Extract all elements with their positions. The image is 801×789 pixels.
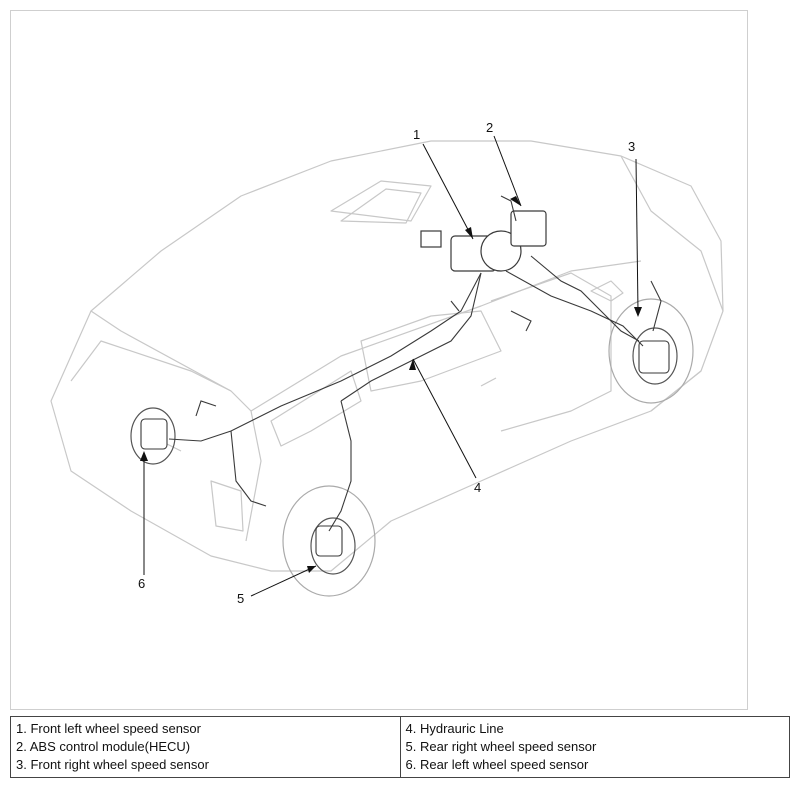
legend-item: 1. Front left wheel speed sensor [16, 721, 201, 736]
legend-column-right: 4. Hydrauric Line 5. Rear right wheel sp… [399, 717, 790, 777]
callout-1: 1 [413, 127, 420, 142]
legend-item: 4. Hydrauric Line [405, 721, 504, 736]
legend-item: 2. ABS control module(HECU) [16, 739, 191, 754]
callout-6: 6 [138, 576, 145, 591]
legend-column-left: 1. Front left wheel speed sensor 2. ABS … [11, 717, 400, 777]
legend-item: 3. Front right wheel speed sensor [16, 757, 209, 772]
callout-5: 5 [237, 591, 244, 606]
minivan-outline [50, 140, 724, 572]
legend-item: 6. Rear left wheel speed sensor [405, 757, 589, 772]
leader-lines [143, 135, 639, 597]
callout-4: 4 [474, 480, 481, 495]
legend-item: 5. Rear right wheel speed sensor [405, 739, 597, 754]
rear-right-wheel [282, 485, 376, 597]
callout-2: 2 [486, 120, 493, 135]
abs-module [420, 210, 547, 272]
callout-3: 3 [628, 139, 635, 154]
brake-assemblies [140, 340, 670, 557]
diagram-figure: 1 2 3 4 5 6 [10, 10, 748, 710]
hydraulic-lines [168, 195, 662, 532]
legend-table: 1. Front left wheel speed sensor 2. ABS … [10, 716, 790, 778]
minivan-abs-diagram: 1 2 3 4 5 6 [50, 120, 724, 606]
leader-arrowheads [140, 196, 642, 573]
rear-left-wheel [130, 407, 176, 465]
front-right-wheel [608, 298, 694, 404]
